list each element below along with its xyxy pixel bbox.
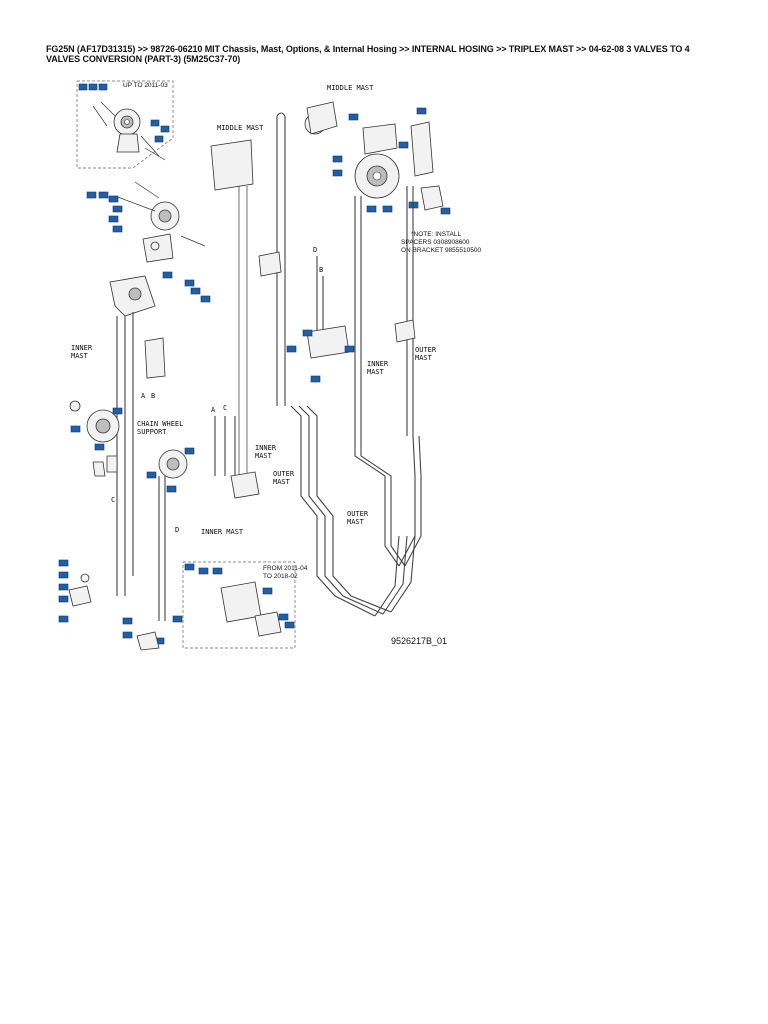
letter-b-center: B	[319, 266, 323, 274]
chain-wheel-right: *NOTE: INSTALL SPACERS 0308908600 ON BRA…	[332, 107, 481, 436]
letter-a-center: A	[211, 406, 216, 414]
label-inner-mast-right-2: MAST	[367, 368, 385, 376]
inset-label-from-1: FROM 2011-04	[263, 565, 308, 572]
middle-mast-left: MIDDLE MAST	[210, 112, 286, 476]
letter-c-center: C	[223, 404, 227, 412]
letter-d-center: D	[313, 246, 317, 254]
label-outer-mast-low-1: OUTER	[347, 510, 369, 518]
inset-from-2011: FROM 2011-04 TO 2018-02	[182, 561, 308, 649]
chain-wheel-assembly-upper	[86, 181, 211, 303]
label-outer-mast-right-2: MAST	[415, 354, 433, 362]
label-outer-mast-center-1: OUTER	[273, 470, 295, 478]
note-line-2: SPACERS 0308908600	[401, 239, 470, 246]
inner-mast-bracket-left: INNER MAST A B	[71, 275, 166, 596]
label-middle-mast-left: MIDDLE MAST	[217, 124, 264, 132]
exploded-parts-drawing: UP TO 2011-03	[58, 80, 481, 651]
label-middle-mast-top: MIDDLE MAST	[327, 84, 374, 92]
label-inner-mast-center-1: INNER	[255, 444, 277, 452]
page-title: FG25N (AF17D31315) >> 98726-06210 MIT Ch…	[46, 44, 690, 64]
inset-label-from-2: TO 2018-02	[263, 573, 298, 580]
label-outer-mast-right-1: OUTER	[415, 346, 437, 354]
label-inner-mast-2: MAST	[71, 352, 89, 360]
center-left-valves: A C INNER MAST OUTER MAST	[211, 404, 295, 499]
letter-d-left: D	[175, 526, 179, 534]
label-chain-wheel-1: CHAIN WHEEL	[137, 420, 183, 428]
chain-wheel-support: CHAIN WHEEL SUPPORT	[69, 400, 183, 477]
label-inner-mast-bottom: INNER MAST	[201, 528, 244, 536]
label-inner-mast-center-2: MAST	[255, 452, 273, 460]
note-line-3: ON BRACKET 9855510500	[401, 247, 481, 254]
middle-mast-top: MIDDLE MAST	[304, 84, 374, 135]
letter-a: A	[141, 392, 146, 400]
label-inner-mast-right-1: INNER	[367, 360, 389, 368]
inset-label-up-to: UP TO 2011-03	[123, 82, 168, 89]
bottom-left-fittings	[58, 559, 183, 651]
letter-c: C	[111, 496, 115, 504]
label-outer-mast-center-2: MAST	[273, 478, 291, 486]
inset-up-to-2011: UP TO 2011-03	[76, 80, 174, 169]
note-line-1: *NOTE: INSTALL	[411, 231, 461, 238]
figure-number: 9526217B_01	[391, 636, 447, 646]
central-valve-group: D B INNER MAST OUTER MAST	[258, 246, 437, 383]
chain-wheel-center: D INNER MAST C	[111, 447, 244, 621]
label-chain-wheel-2: SUPPORT	[137, 428, 167, 436]
label-outer-mast-low-2: MAST	[347, 518, 365, 526]
parts-diagram: UP TO 2011-03	[55, 76, 490, 654]
letter-b: B	[151, 392, 155, 400]
hose-routing: OUTER MAST	[290, 336, 422, 617]
label-inner-mast-1: INNER	[71, 344, 93, 352]
